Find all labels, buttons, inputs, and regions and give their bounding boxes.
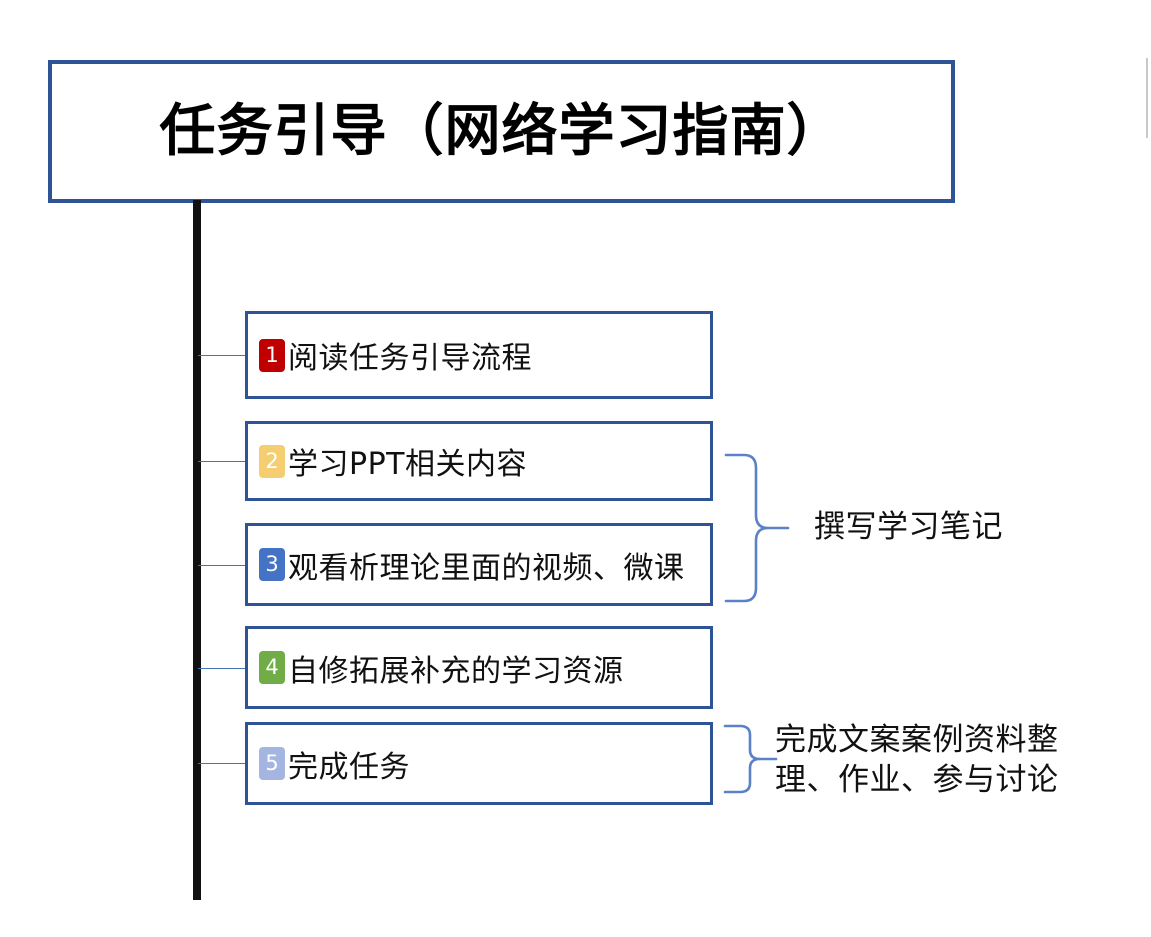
step-label-3: 观看析理论里面的视频、微课 bbox=[288, 550, 685, 586]
step-label-2: 学习PPT相关内容 bbox=[288, 447, 528, 482]
step-label-5: 完成任务 bbox=[288, 749, 410, 785]
connector-line-1 bbox=[198, 355, 247, 356]
step-box-3[interactable]: 3 观看析理论里面的视频、微课 bbox=[245, 523, 713, 606]
title-box: 任务引导（网络学习指南） bbox=[48, 60, 955, 203]
page-title: 任务引导（网络学习指南） bbox=[159, 98, 844, 164]
connector-line-5 bbox=[198, 763, 247, 764]
brace-icon-2 bbox=[723, 724, 778, 794]
step-box-2[interactable]: 2 学习PPT相关内容 bbox=[245, 421, 713, 501]
step-box-1[interactable]: 1 阅读任务引导流程 bbox=[245, 311, 713, 399]
annotation-text-1: 撰写学习笔记 bbox=[814, 509, 1003, 545]
connector-line-4 bbox=[198, 668, 247, 669]
step-box-5[interactable]: 5 完成任务 bbox=[245, 722, 713, 805]
annotation-text-2: 完成文案案例资料整 理、作业、参与讨论 bbox=[775, 722, 1059, 798]
step-box-4[interactable]: 4 自修拓展补充的学习资源 bbox=[245, 626, 713, 709]
right-edge-rule bbox=[1146, 58, 1148, 138]
connector-line-3 bbox=[198, 565, 247, 566]
step-badge-5: 5 bbox=[259, 747, 285, 780]
step-badge-1: 1 bbox=[259, 338, 285, 372]
step-badge-4: 4 bbox=[259, 651, 285, 684]
step-badge-2: 2 bbox=[259, 444, 285, 478]
step-label-4: 自修拓展补充的学习资源 bbox=[288, 653, 624, 689]
vertical-spine bbox=[193, 200, 201, 900]
brace-icon-1 bbox=[724, 453, 790, 603]
connector-line-2 bbox=[198, 461, 247, 462]
step-label-1: 阅读任务引导流程 bbox=[288, 341, 532, 376]
step-badge-3: 3 bbox=[259, 548, 285, 581]
